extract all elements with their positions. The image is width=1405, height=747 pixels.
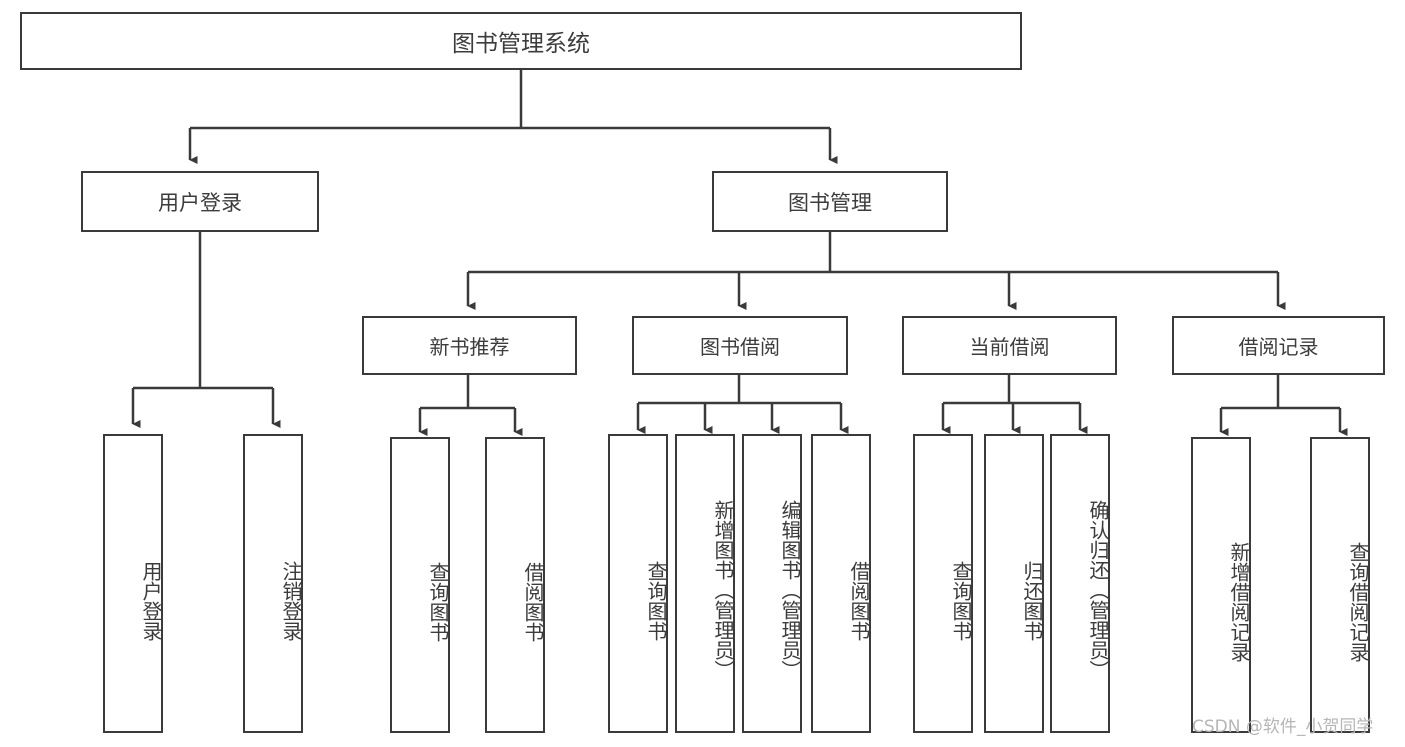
node-label: 借阅图书 <box>847 560 871 641</box>
node-label: 查询图书 <box>644 560 668 641</box>
node-label: 图书管理 <box>788 190 872 215</box>
node-label: 注销登录 <box>279 560 303 641</box>
leaf-add-book-admin[interactable]: 新增图书（管理员） <box>675 434 735 733</box>
leaf-user-login[interactable]: 用户登录 <box>103 434 163 733</box>
leaf-query-books-current[interactable]: 查询图书 <box>913 434 973 733</box>
node-label: 查询图书 <box>426 562 450 642</box>
node-label: 查询图书 <box>949 560 973 641</box>
leaf-query-borrow-record[interactable]: 查询借阅记录 <box>1310 437 1370 733</box>
csdn-watermark: CSDN @软件_小贺同学 <box>1192 717 1374 737</box>
node-user-login[interactable]: 用户登录 <box>81 171 319 232</box>
node-label: 图书管理系统 <box>452 31 590 57</box>
node-label: 图书借阅 <box>700 335 780 359</box>
leaf-edit-book-admin[interactable]: 编辑图书（管理员） <box>742 434 802 733</box>
node-label: 确认归还（管理员） <box>1086 499 1110 680</box>
node-book-borrowing[interactable]: 图书借阅 <box>632 316 848 375</box>
node-label: 查询借阅记录 <box>1346 542 1370 662</box>
node-label: 新增图书（管理员） <box>711 499 735 680</box>
leaf-add-borrow-record[interactable]: 新增借阅记录 <box>1191 437 1251 733</box>
leaf-borrow-books[interactable]: 借阅图书 <box>811 434 871 733</box>
node-borrowing-record[interactable]: 借阅记录 <box>1172 316 1385 375</box>
node-label: 归还图书 <box>1020 560 1044 641</box>
node-label: 当前借阅 <box>969 335 1050 359</box>
node-book-management-system[interactable]: 图书管理系统 <box>20 12 1022 70</box>
node-book-management[interactable]: 图书管理 <box>712 171 948 232</box>
leaf-return-books[interactable]: 归还图书 <box>984 434 1044 733</box>
leaf-borrow-books-recommend[interactable]: 借阅图书 <box>485 437 545 733</box>
node-label: 借阅记录 <box>1238 335 1319 359</box>
node-label: 用户登录 <box>158 190 242 215</box>
node-current-borrowing[interactable]: 当前借阅 <box>902 316 1117 375</box>
leaf-confirm-return-admin[interactable]: 确认归还（管理员） <box>1050 434 1110 733</box>
node-label: 借阅图书 <box>521 562 545 642</box>
leaf-query-books-borrow[interactable]: 查询图书 <box>608 434 668 733</box>
node-label: 用户登录 <box>139 560 163 641</box>
node-label: 新书推荐 <box>429 335 510 359</box>
node-new-book-recommendation[interactable]: 新书推荐 <box>362 316 577 375</box>
leaf-logout-login[interactable]: 注销登录 <box>243 434 303 733</box>
leaf-query-books-recommend[interactable]: 查询图书 <box>390 437 450 733</box>
node-label: 新增借阅记录 <box>1227 542 1251 662</box>
node-label: 编辑图书（管理员） <box>778 499 802 680</box>
